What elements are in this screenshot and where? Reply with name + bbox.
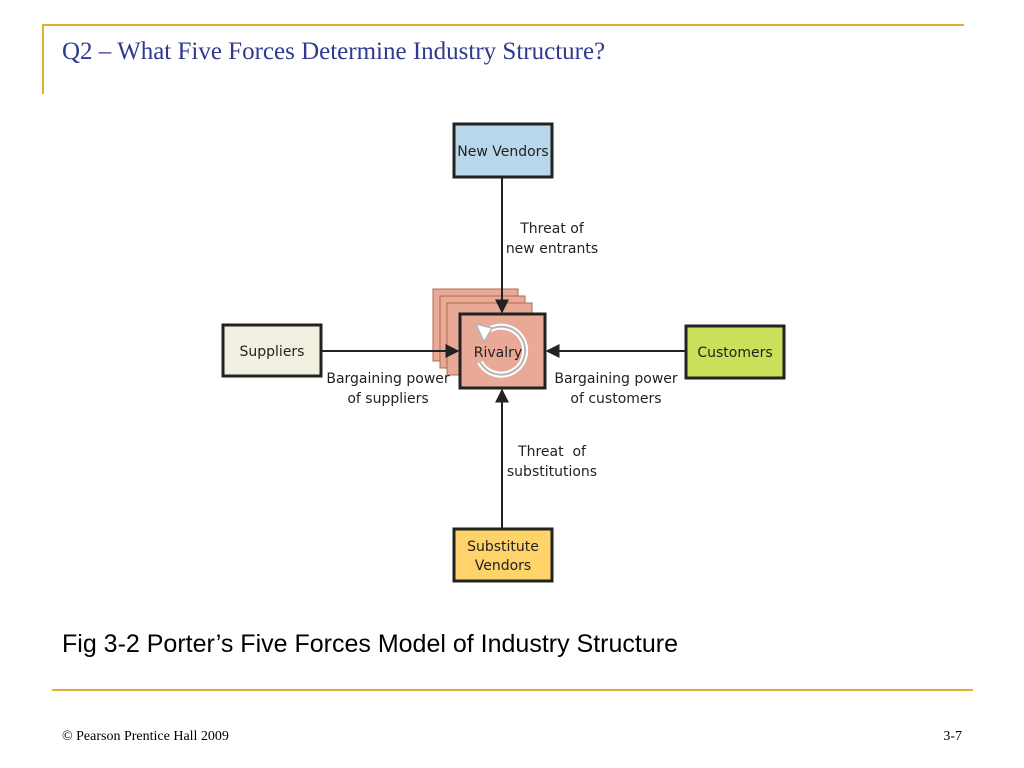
footer-copyright: © Pearson Prentice Hall 2009 [62, 729, 229, 744]
node-substitute-label-line2: Vendors [475, 558, 531, 574]
refresh-cycle-icon [474, 322, 529, 378]
node-substitute-vendors: Substitute Vendors [452, 527, 554, 583]
node-new-vendors: New Vendors [452, 122, 554, 179]
figure-caption: Fig 3-2 Porter’s Five Forces Model of In… [62, 630, 678, 658]
edge-label-substitutions-line2: substitutions [507, 464, 597, 480]
node-customers: Customers [684, 324, 786, 380]
edge-label-new-entrants-line2: new entrants [506, 241, 598, 257]
edge-label-suppliers-line2: of suppliers [347, 391, 428, 407]
slide-title: Q2 – What Five Forces Determine Industry… [62, 38, 606, 65]
node-suppliers-label: Suppliers [240, 344, 305, 360]
edge-label-substitutions-line1: Threat of [517, 444, 587, 460]
edge-label-customers-line2: of customers [570, 391, 661, 407]
edge-label-customers-line1: Bargaining power [554, 371, 678, 387]
node-new-vendors-label: New Vendors [457, 144, 548, 160]
edge-label-suppliers-line1: Bargaining power [326, 371, 450, 387]
footer-page-number: 3-7 [943, 729, 962, 744]
node-substitute-label-line1: Substitute [467, 539, 539, 555]
top-rule [42, 24, 964, 26]
five-forces-diagram: New Vendors Suppliers Customers Substitu… [221, 122, 786, 583]
left-rule [42, 24, 44, 94]
edge-label-new-entrants-line1: Threat of [519, 221, 585, 237]
node-rivalry: Rivalry [432, 288, 547, 390]
node-rivalry-label: Rivalry [474, 345, 522, 361]
bottom-rule [52, 689, 973, 691]
node-suppliers: Suppliers [221, 323, 323, 378]
node-customers-label: Customers [697, 345, 772, 361]
